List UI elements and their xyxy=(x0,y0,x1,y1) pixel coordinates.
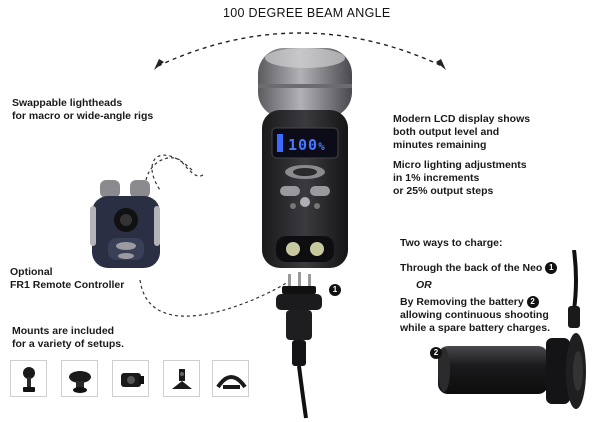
plug-callout-badge: 1 xyxy=(329,283,341,296)
battery-callout-badge: 2 xyxy=(430,346,442,359)
swappable-lightheads-text: Swappable lightheads for macro or wide-a… xyxy=(12,97,154,122)
lcd-readout: 100% xyxy=(288,136,326,154)
mounts-text: Mounts are included for a variety of set… xyxy=(12,325,125,350)
beam-angle-title: 100 DEGREE BEAM ANGLE xyxy=(223,6,391,20)
callout-badge-2: 2 xyxy=(526,296,539,309)
arm-clamp-mount-icon xyxy=(61,360,98,397)
neo-light-unit xyxy=(258,48,352,268)
remote-controller-text: Optional FR1 Remote Controller xyxy=(10,266,125,291)
adapter-mount-icon xyxy=(112,360,149,397)
battery-cable xyxy=(568,250,580,328)
callout-badge-1: 1 xyxy=(545,262,558,275)
charging-heading: Two ways to charge: xyxy=(400,237,503,249)
charging-method-2: By Removing the battery 2 allowing conti… xyxy=(400,296,550,334)
spare-battery xyxy=(438,333,586,409)
ys-mount-icon xyxy=(163,360,200,397)
charging-or-label: OR xyxy=(416,279,432,291)
remote-controller xyxy=(90,180,160,268)
lcd-display-text: Modern LCD display shows both output lev… xyxy=(393,113,531,151)
charging-plug xyxy=(276,272,322,419)
handle-mount-icon xyxy=(212,360,249,397)
ball-mount-icon xyxy=(10,360,47,397)
beam-arc-arrow-icon xyxy=(154,32,446,70)
charging-method-1: Through the back of the Neo 1 xyxy=(400,262,558,275)
micro-adjustments-text: Micro lighting adjustments in 1% increme… xyxy=(393,159,527,197)
remote-top-dashed-line xyxy=(145,157,205,181)
